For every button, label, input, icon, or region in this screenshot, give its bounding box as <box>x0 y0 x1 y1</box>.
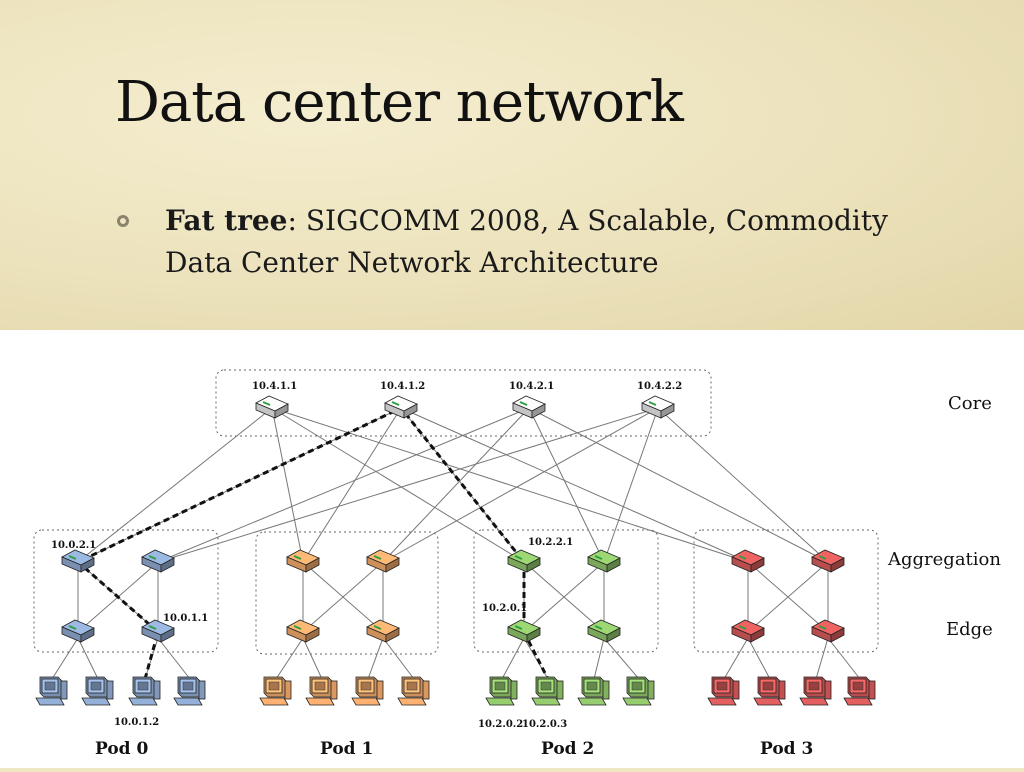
bullet-icon <box>117 215 129 227</box>
pod-label: Pod 2 <box>541 739 594 759</box>
core-aggregation-link <box>603 407 659 563</box>
edge-switch-icon <box>507 619 541 643</box>
host-computer-icon <box>577 676 610 706</box>
core-aggregation-link <box>528 407 605 563</box>
host-computer-icon <box>531 676 564 706</box>
host-computer-icon <box>81 676 114 706</box>
host-computer-icon <box>707 676 740 706</box>
aggregation-switch-icon <box>366 549 400 573</box>
core-aggregation-link <box>382 407 530 563</box>
edge-switch-icon <box>811 619 845 643</box>
aggregation-switch-icon <box>587 549 621 573</box>
host-computer-icon <box>351 676 384 706</box>
pod-label: Pod 1 <box>320 739 373 759</box>
aggregation-switch-icon <box>507 549 541 573</box>
aggregation-switch-icon <box>286 549 320 573</box>
host-computer-icon <box>799 676 832 706</box>
pod-group-box <box>255 531 439 655</box>
core-aggregation-link <box>400 407 749 563</box>
edge-host-link <box>593 637 605 680</box>
pod0-edge-ip-label: 10.0.1.1 <box>163 613 208 624</box>
bullet-body-text: : SIGCOMM 2008, A Scalable, Commodity Da… <box>165 204 888 279</box>
aggregation-switch-icon <box>141 549 175 573</box>
edge-host-link <box>302 637 323 680</box>
core-group-box <box>215 369 712 437</box>
host-computer-icon <box>485 676 518 706</box>
aggregation-edge-link <box>747 561 829 633</box>
core-aggregation-link <box>77 407 273 563</box>
bullet-text: Fat tree: SIGCOMM 2008, A Scalable, Comm… <box>165 200 905 284</box>
tier-label-edge: Edge <box>946 619 993 640</box>
edge-switch-icon <box>61 619 95 643</box>
aggregation-switch-icon <box>811 549 845 573</box>
edge-host-link <box>827 637 861 680</box>
aggregation-switch-icon <box>61 549 95 573</box>
edge-host-link <box>603 637 640 680</box>
aggregation-edge-link <box>302 561 384 633</box>
edge-host-link <box>367 637 384 680</box>
core-switch-label: 10.4.2.2 <box>637 381 682 392</box>
fat-tree-svg: 10.4.1.1 10.4.1.2 10.4.2.1 10.4.2.2 10.0… <box>33 369 1001 759</box>
host-computer-icon <box>305 676 338 706</box>
host-computer-icon <box>35 676 68 706</box>
pod-label: Pod 0 <box>95 739 148 759</box>
edge-host-link <box>51 637 79 680</box>
core-aggregation-link <box>271 407 304 563</box>
pod2-host-ip-label: 10.2.0.3 <box>522 719 567 730</box>
aggregation-switch-icon <box>731 549 765 573</box>
edge-host-link <box>723 637 749 680</box>
pod2-aggregation-ip-label: 10.2.2.1 <box>528 537 573 548</box>
fat-tree-diagram: 10.4.1.1 10.4.1.2 10.4.2.1 10.4.2.2 10.0… <box>0 330 1024 768</box>
tier-label-aggregation: Aggregation <box>887 549 1001 570</box>
edge-host-link <box>275 637 304 680</box>
bullet-bold-text: Fat tree <box>165 204 288 237</box>
core-aggregation-link <box>302 407 402 563</box>
host-computer-icon <box>622 676 655 706</box>
slide-title: Data center network <box>115 70 684 135</box>
core-aggregation-link <box>528 407 829 563</box>
core-switch-label: 10.4.2.1 <box>509 381 554 392</box>
edge-host-link <box>157 637 191 680</box>
core-switch-icon <box>255 395 289 419</box>
edge-switch-icon <box>286 619 320 643</box>
edge-switch-icon <box>141 619 175 643</box>
host-computer-icon <box>173 676 206 706</box>
tier-label-core: Core <box>948 393 992 414</box>
host-computer-icon <box>259 676 292 706</box>
core-aggregation-link <box>657 407 829 563</box>
core-aggregation-link <box>157 407 530 563</box>
host-computer-icon <box>128 676 161 706</box>
pod-group-box <box>693 529 879 653</box>
pod2-host-ip-label: 10.2.0.2 <box>478 719 523 730</box>
core-switch-label: 10.4.1.1 <box>252 381 297 392</box>
core-aggregation-link <box>382 407 659 563</box>
pod-label: Pod 3 <box>760 739 813 759</box>
host-computer-icon <box>753 676 786 706</box>
pod2-edge-ip-label: 10.2.0.1 <box>482 603 527 614</box>
edge-host-link <box>747 637 771 680</box>
edge-switch-icon <box>731 619 765 643</box>
edge-host-link <box>501 637 525 680</box>
core-switch-icon <box>512 395 546 419</box>
core-aggregation-link <box>157 407 659 563</box>
edge-host-link <box>382 637 415 680</box>
edge-switch-icon <box>587 619 621 643</box>
edge-host-link <box>815 637 829 680</box>
core-switch-label: 10.4.1.2 <box>380 381 425 392</box>
host-computer-icon <box>397 676 430 706</box>
pod0-host-ip-label: 10.0.1.2 <box>114 717 159 728</box>
core-switch-icon <box>641 395 675 419</box>
edge-switch-icon <box>366 619 400 643</box>
slide-background <box>0 0 1024 330</box>
aggregation-edge-link <box>523 561 605 633</box>
core-aggregation-link <box>271 407 525 563</box>
edge-host-link <box>77 637 99 680</box>
core-aggregation-link <box>271 407 749 563</box>
pod0-aggregation-ip-label: 10.0.2.1 <box>51 540 96 551</box>
core-switch-icon <box>384 395 418 419</box>
host-computer-icon <box>843 676 876 706</box>
